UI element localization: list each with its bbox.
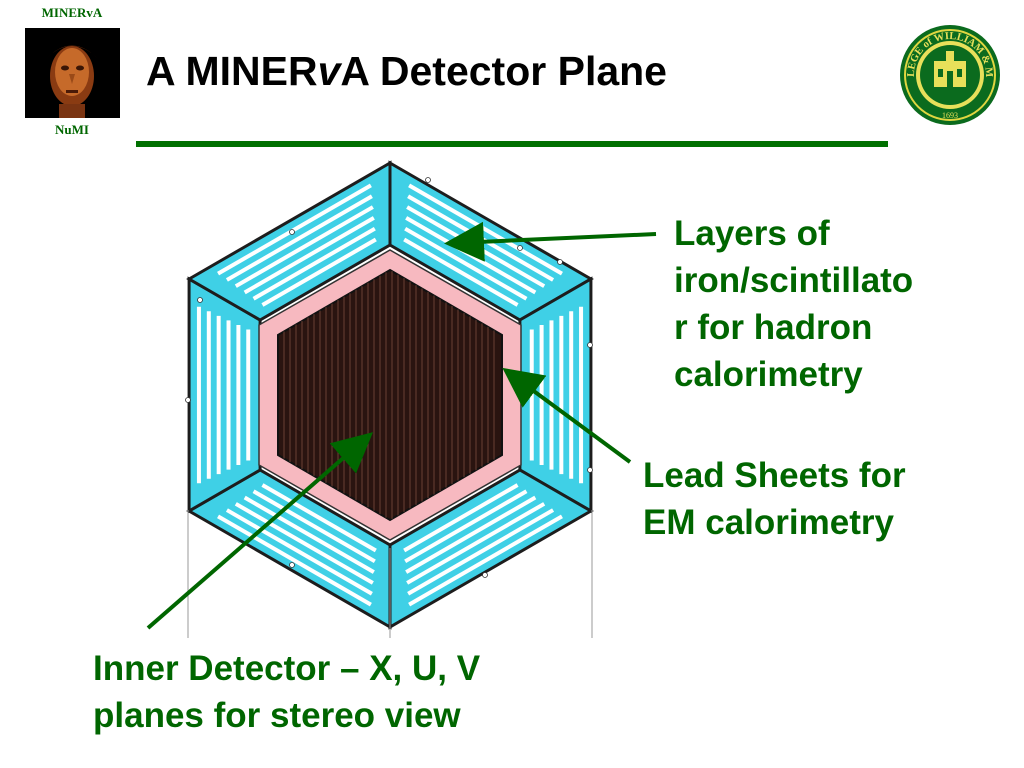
outer-detector-stripe: [404, 489, 528, 564]
title-underline: [136, 141, 888, 147]
outer-detector-stripe: [252, 489, 376, 564]
outer-detector-stripe: [405, 495, 537, 574]
minerva-label: MINERvA: [41, 5, 103, 20]
title-nu: v: [317, 48, 341, 94]
outer-detector-stripe: [252, 226, 376, 301]
title-part-2: A Detector Plane: [340, 48, 667, 94]
bolt-hole: [289, 229, 295, 235]
arrow-inner-detector: [146, 432, 374, 630]
callout-inner-detector: Inner Detector – X, U, V planes for ster…: [93, 649, 481, 735]
outer-detector-stripe: [407, 508, 555, 596]
bolt-hole: [425, 177, 431, 183]
page-title: A MINERvA Detector Plane: [146, 48, 667, 95]
bolt-hole: [587, 342, 593, 348]
outer-detector-stripe: [225, 508, 373, 596]
arrow-hadron-layers: [444, 221, 657, 262]
bolt-hole: [517, 245, 523, 251]
bolt-hole: [185, 397, 191, 403]
outer-detector-stripe: [243, 495, 375, 574]
bolt-hole: [557, 259, 563, 265]
outer-detector-stripe: [403, 237, 519, 307]
college-seal: COLLEGE of WILLIAM & MARY 1693: [898, 23, 1000, 125]
title-part-1: A MINER: [146, 48, 318, 94]
outer-detector-stripe: [403, 483, 519, 553]
outer-detector-stripe: [225, 194, 373, 282]
seal-year: 1693: [942, 111, 958, 120]
outer-detector-stripe: [217, 183, 372, 276]
bolt-holes: [185, 177, 593, 578]
outer-detector-stripe: [261, 483, 377, 553]
bolt-hole: [482, 572, 488, 578]
outer-detector-stripe: [217, 514, 372, 607]
outer-detector-stripe: [404, 226, 528, 301]
outer-detector-stripe: [234, 502, 374, 585]
outer-detector-stripe: [408, 183, 563, 276]
minerva-logo: [25, 28, 120, 118]
arrow-lead-sheets: [502, 367, 632, 464]
callout-em-calorimetry: Lead Sheets for EM calorimetry: [643, 456, 906, 542]
outer-detector-stripe: [243, 216, 375, 295]
bolt-hole: [587, 467, 593, 473]
outer-detector-stripe: [234, 205, 374, 288]
callout-hadron-calorimetry: Layers of iron/scintillato r for hadron …: [674, 214, 914, 394]
outer-detector-stripe: [261, 237, 377, 307]
bolt-hole: [197, 297, 203, 303]
outer-detector-hexagon: [186, 160, 594, 630]
inner-detector-strips: [283, 271, 495, 519]
numi-label: NuMI: [55, 122, 89, 137]
outer-detector-stripe: [408, 514, 563, 607]
bolt-hole: [289, 562, 295, 568]
outer-detector-stripe: [406, 502, 546, 585]
